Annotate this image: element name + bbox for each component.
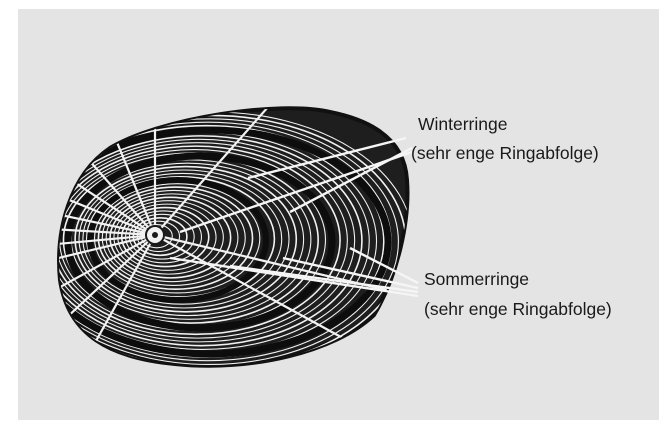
winter-label-line2: (sehr enge Ringabfolge) [411,143,599,163]
focus-center-dot [152,232,158,238]
summer-label-line1: Sommerringe [424,269,529,289]
scale-disc [0,65,413,395]
summer-label-line2: (sehr enge Ringabfolge) [424,299,612,319]
winter-label-line1: Winterringe [418,114,507,134]
